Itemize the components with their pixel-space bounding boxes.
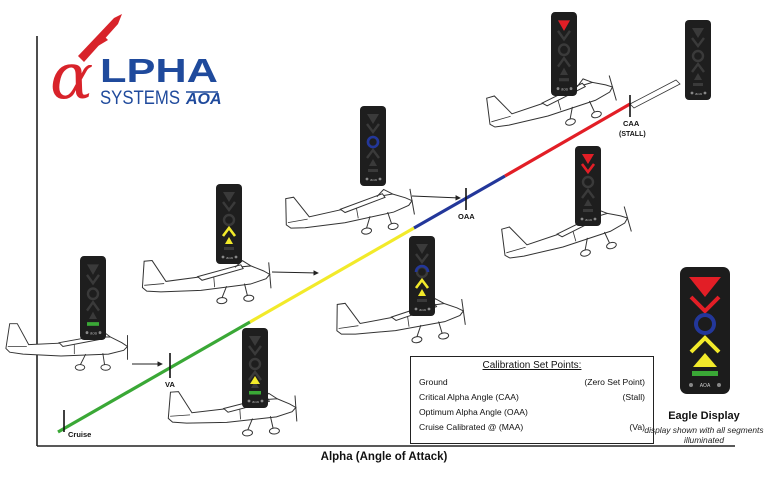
stall-label: (STALL) (619, 131, 646, 138)
aircraft-green-icon (165, 383, 299, 442)
legend-row-value: (Va) (629, 422, 645, 432)
legend-row-label: Critical Alpha Angle (CAA) (419, 392, 519, 402)
segment-blue (413, 174, 506, 230)
logo-brand-tag: AOA (185, 91, 222, 108)
eagle-title: Eagle Display (668, 410, 740, 422)
aircraft-red-icon (497, 194, 635, 278)
legend-title: Calibration Set Points: (482, 360, 582, 371)
cruise-label: Cruise (68, 430, 91, 439)
segment-green (57, 320, 251, 434)
arrow-oaa (411, 195, 461, 201)
va-label: VA (165, 380, 175, 389)
legend-row-label: Ground (419, 377, 448, 387)
aircraft-yellow-blue-icon (332, 286, 468, 355)
indicator-green-yellow (240, 326, 270, 410)
legend-row: Cruise Calibrated @ (MAA) (Va) (411, 420, 653, 435)
indicator-blue-yellow (407, 234, 437, 318)
logo-brand-top: LPHA (100, 52, 218, 89)
legend-row-label: Cruise Calibrated @ (MAA) (419, 422, 524, 432)
legend-row-label: Optimum Alpha Angle (OAA) (419, 407, 528, 417)
indicator-red-top (549, 10, 579, 98)
alpha-systems-logo: α LPHA SYSTEMS AOA (50, 14, 222, 114)
indicator-blue (358, 104, 388, 188)
eagle-badge: AOA (700, 383, 711, 389)
segment-yellow (249, 226, 415, 324)
aircraft-cruise-icon (5, 323, 128, 371)
eagle-subtitle: display shown with all segments illumina… (644, 425, 764, 445)
indicator-off (683, 18, 713, 102)
caa-label: CAA (623, 119, 640, 128)
legend-row: Optimum Alpha Angle (OAA) (411, 405, 653, 420)
calibration-legend: Calibration Set Points: Ground (Zero Set… (410, 356, 654, 444)
aircraft-va-icon (139, 249, 273, 311)
legend-row: Ground (Zero Set Point) (411, 375, 653, 390)
segment-red (504, 102, 631, 178)
legend-row: Critical Alpha Angle (CAA) (Stall) (411, 390, 653, 405)
oaa-label: OAA (458, 212, 475, 221)
legend-row-value: (Zero Set Point) (584, 377, 645, 387)
indicator-red (573, 144, 603, 228)
legend-row-value: (Stall) (622, 392, 645, 402)
indicator-green (78, 254, 108, 342)
segment-beyond-stall (629, 79, 681, 109)
arrow-yellow (271, 270, 319, 276)
indicator-yellow (214, 182, 244, 266)
axis-title: Alpha (Angle of Attack) (320, 451, 448, 463)
eagle-display: AOA (680, 267, 730, 394)
logo-brand-bottom: SYSTEMS (100, 88, 180, 109)
